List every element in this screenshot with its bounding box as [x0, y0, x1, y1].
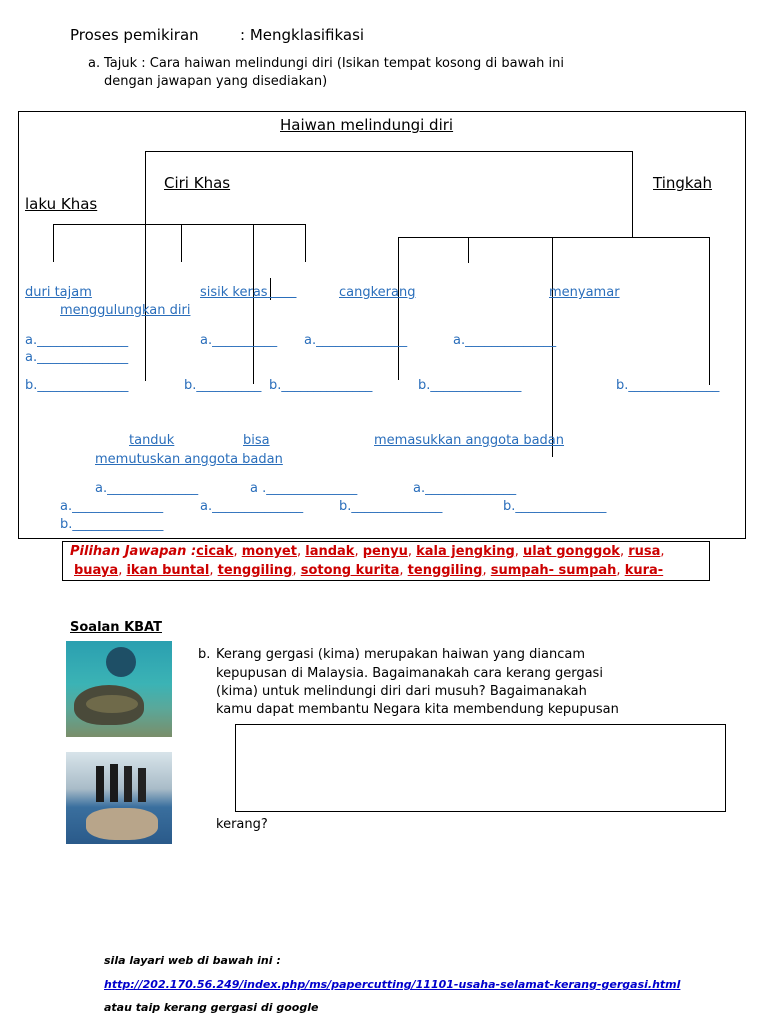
answer-choices-line-1: Pilihan Jawapan :cicak, monyet, landak, … — [70, 544, 665, 559]
tingkah-label: Tingkah — [653, 174, 713, 192]
answer-choices-box — [62, 541, 710, 581]
footer-google-hint: atau taip kerang gergasi di google — [104, 1001, 319, 1014]
proses-label: Proses pemikiran — [70, 26, 199, 44]
tajuk-line-1: Tajuk : Cara haiwan melindungi diri (Isi… — [104, 56, 565, 71]
blank-b[interactable]: b.______________ — [25, 378, 129, 393]
kbat-question-line-3: (kima) untuk melindungi diri dari musuh?… — [216, 684, 587, 699]
item-sisik-keras: sisik keras — [200, 285, 268, 300]
connector-line — [709, 237, 710, 385]
diagram-title: Haiwan melindungi diri — [280, 116, 454, 134]
blank-b[interactable]: b.______________ — [60, 517, 164, 532]
kbat-heading: Soalan KBAT — [70, 620, 162, 635]
blank-a[interactable]: a .______________ — [250, 481, 358, 496]
item-cangkerang: cangkerang — [339, 285, 416, 300]
connector-line — [398, 237, 399, 380]
blank-b[interactable]: b.______________ — [269, 378, 373, 393]
footer-instruction: sila layari web di bawah ini : — [104, 954, 281, 967]
connector-line — [270, 278, 271, 300]
item-bisa: bisa — [243, 433, 270, 448]
blank-b[interactable]: b.______________ — [418, 378, 522, 393]
item-menyamar: menyamar — [549, 285, 620, 300]
connector-line — [181, 224, 182, 262]
officers-with-clams-photo — [66, 752, 172, 844]
item-tanduk: tanduk — [129, 433, 175, 448]
giant-clam-photo — [66, 641, 172, 737]
kbat-b-prefix: b. — [198, 647, 211, 662]
blank-a[interactable]: a.______________ — [453, 333, 557, 348]
connector-line — [305, 224, 306, 262]
laku-khas-label: laku Khas — [25, 195, 98, 213]
connector-line — [632, 151, 633, 237]
tajuk-prefix: a. — [88, 56, 101, 71]
blank-a[interactable]: a.______________ — [200, 499, 304, 514]
connector-line — [53, 224, 306, 225]
blank-b[interactable]: b.______________ — [339, 499, 443, 514]
answer-choices-line-2: buaya, ikan buntal, tenggiling, sotong k… — [74, 563, 664, 578]
footer-url-link[interactable]: http://202.170.56.249/index.php/ms/paper… — [104, 978, 681, 991]
answer-choices-label: Pilihan Jawapan : — [70, 544, 197, 559]
item-memasukkan-anggota-badan: memasukkan anggota badan — [374, 433, 565, 448]
connector-line — [468, 237, 469, 263]
kbat-question-end: kerang? — [216, 817, 268, 832]
blank-b[interactable]: b.__________ — [184, 378, 262, 393]
tajuk-line-2: dengan jawapan yang disediakan) — [104, 74, 328, 89]
blank-a[interactable]: a.______________ — [25, 333, 129, 348]
blank-a[interactable]: a.______________ — [25, 350, 129, 365]
connector-line — [53, 224, 54, 262]
kbat-question-line-4: kamu dapat membantu Negara kita membendu… — [216, 702, 619, 717]
proses-value: : Mengklasifikasi — [240, 26, 365, 44]
blank-a[interactable]: a.______________ — [413, 481, 517, 496]
item-duri-tajam: duri tajam — [25, 285, 92, 300]
answer-input-box[interactable] — [235, 724, 726, 812]
ciri-khas-label: Ciri Khas — [164, 174, 231, 192]
connector-line — [253, 224, 254, 384]
item-menggulungkan-diri: menggulungkan diri — [60, 303, 191, 318]
blank-a[interactable]: a.__________ — [200, 333, 278, 348]
connector-line — [145, 151, 146, 381]
blank-a[interactable]: a.______________ — [60, 499, 164, 514]
blank-b[interactable]: b.______________ — [616, 378, 720, 393]
blank-a[interactable]: a.______________ — [304, 333, 408, 348]
item-memutuskan-anggota-badan: memutuskan anggota badan — [95, 452, 283, 467]
blank-b[interactable]: b.______________ — [503, 499, 607, 514]
diagram-box — [18, 111, 746, 539]
connector-line — [552, 237, 553, 457]
kbat-question-line-2: kepupusan di Malaysia. Bagaimanakah cara… — [216, 666, 603, 681]
connector-line — [398, 237, 710, 238]
connector-line — [145, 151, 633, 152]
blank-a[interactable]: a.______________ — [95, 481, 199, 496]
kbat-question-line-1: Kerang gergasi (kima) merupakan haiwan y… — [216, 647, 585, 662]
